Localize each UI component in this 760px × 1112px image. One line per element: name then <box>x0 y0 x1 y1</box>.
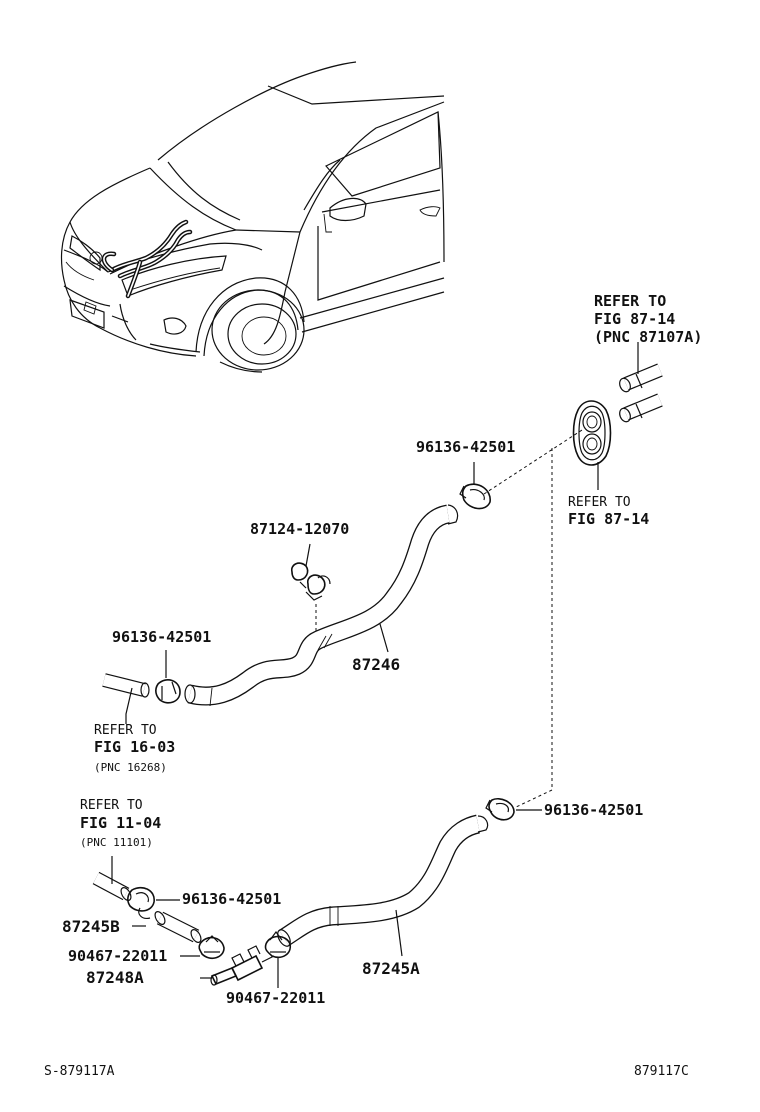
clamp-small-1 <box>180 935 225 960</box>
refer-low-line2: FIG 11-04 <box>80 814 161 832</box>
hose-stub-left <box>102 673 150 724</box>
part-hose-lower-a: 87245A <box>362 959 420 978</box>
refer-top-line3: (PNC 87107A) <box>594 328 702 346</box>
part-clamp-upper-right: 96136-42501 <box>416 438 515 456</box>
footer-right-code: 879117C <box>634 1064 689 1079</box>
hose-87246 <box>184 504 459 707</box>
part-clamp-upper-left: 96136-42501 <box>112 628 211 646</box>
part-clamp-small-1: 90467-22011 <box>68 947 167 965</box>
labels: REFER TO FIG 87-14 (PNC 87107A) 96136-42… <box>44 292 702 1079</box>
clamp-upper-right <box>459 462 491 510</box>
refer-left-line3: (PNC 16268) <box>94 761 167 774</box>
refer-grommet-line2: FIG 87-14 <box>568 510 649 528</box>
hose-87245a <box>277 814 489 957</box>
clamp-small-2 <box>264 931 292 988</box>
hose-stub-lower-left <box>92 856 132 901</box>
refer-left-line2: FIG 16-03 <box>94 738 175 756</box>
hose-stubs-upper-right <box>619 342 663 423</box>
part-clamp-lower-right: 96136-42501 <box>544 801 643 819</box>
refer-top-line1: REFER TO <box>594 292 666 310</box>
clamp-upper-left <box>155 650 181 704</box>
hose-joint-87248a <box>200 945 275 986</box>
clamp-lower-left <box>127 886 180 919</box>
part-hose-lower-b: 87245B <box>62 917 120 936</box>
part-hose-upper: 87246 <box>352 655 400 674</box>
clip-87124 <box>290 543 331 601</box>
part-clamp-small-2: 90467-22011 <box>226 989 325 1007</box>
refer-top-line2: FIG 87-14 <box>594 310 675 328</box>
dashed-guide-upper <box>483 429 583 495</box>
clamp-lower-right <box>485 797 542 821</box>
part-hose-joint: 87248A <box>86 968 144 987</box>
grommet <box>572 400 612 490</box>
part-clamp-lower-left: 96136-42501 <box>182 890 281 908</box>
refer-low-line3: (PNC 11101) <box>80 836 153 849</box>
footer-left-code: S-879117A <box>44 1064 115 1079</box>
part-clip-upper: 87124-12070 <box>250 520 349 538</box>
car-illustration <box>60 61 445 373</box>
refer-left-line1: REFER TO <box>94 723 157 738</box>
dashed-guide-vertical <box>513 448 553 809</box>
refer-grommet-line1: REFER TO <box>568 495 631 510</box>
hose-87245b <box>132 911 202 943</box>
refer-low-line1: REFER TO <box>80 798 143 813</box>
